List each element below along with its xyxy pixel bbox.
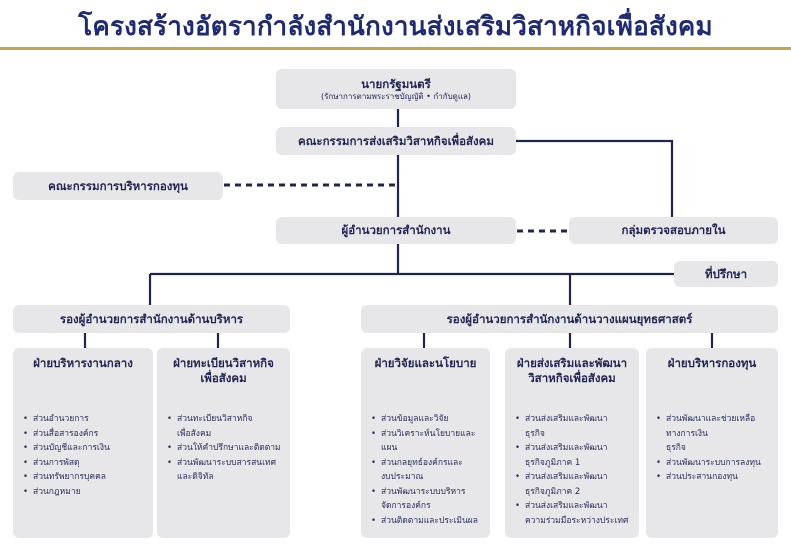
list-item: ส่วนสื่อสารองค์กร: [23, 427, 147, 442]
node-internal-audit: กลุ่มตรวจสอบภายใน: [569, 217, 778, 244]
division-title: ฝ่ายบริหารกองทุน: [667, 356, 757, 370]
node-deputy-admin-label: รองผู้อำนวยการสำนักงานด้านบริหาร: [59, 311, 244, 326]
division-title: ฝ่ายทะเบียนวิสาหกิจ เพื่อสังคม: [173, 356, 274, 385]
list-item: ส่วนบัญชีและการเงิน: [23, 441, 147, 456]
division-title: ฝ่ายบริหารงานกลาง: [33, 356, 133, 370]
division-title: ฝ่ายส่งเสริมและพัฒนา วิสาหกิจเพื่อสังคม: [516, 356, 628, 385]
division-title: ฝ่ายวิจัยและนโยบาย: [374, 356, 477, 370]
division-item-list: ส่วนทะเบียนวิสาหกิจ เพื่อสังคม ส่วนให้คำ…: [167, 412, 284, 485]
division-item-list: ส่วนพัฒนาและช่วยเหลือ ทางการเงิน ธุรกิจ …: [656, 412, 772, 485]
division-item-list: ส่วนส่งเสริมและพัฒนา ธุรกิจ ส่วนส่งเสริม…: [515, 412, 633, 528]
list-item: ส่วนการพัสดุ: [23, 456, 147, 471]
node-prime-minister: นายกรัฐมนตรี (รักษาการตามพระราชบัญญัติ •…: [276, 69, 516, 109]
list-item: ส่วนพัฒนาและช่วยเหลือ ทางการเงิน ธุรกิจ: [656, 412, 772, 456]
list-item: ส่วนติดตามและประเมินผล: [371, 514, 484, 529]
node-prime-minister-sub: (รักษาการตามพระราชบัญญัติ • กำกับดูแล): [320, 91, 472, 101]
list-item: ส่วนอำนวยการ: [23, 412, 147, 427]
connector-committee-audit: [515, 139, 674, 217]
node-fund-committee: คณะกรรมการบริหารกองทุน: [13, 172, 223, 200]
list-item: ส่วนทรัพยากรบุคคล: [23, 470, 147, 485]
node-advisor: ที่ปรึกษา: [674, 261, 778, 287]
division-registration: ฝ่ายทะเบียนวิสาหกิจ เพื่อสังคม ส่วนทะเบี…: [157, 348, 290, 538]
list-item: ส่วนให้คำปรึกษาและติดตาม: [167, 441, 284, 456]
list-item: ส่วนส่งเสริมและพัฒนา ธุรกิจภูมิภาค 1: [515, 441, 633, 470]
list-item: ส่วนกฎหมาย: [23, 485, 147, 500]
node-internal-audit-label: กลุ่มตรวจสอบภายใน: [621, 223, 726, 238]
node-fund-committee-label: คณะกรรมการบริหารกองทุน: [48, 178, 188, 193]
node-deputy-admin: รองผู้อำนวยการสำนักงานด้านบริหาร: [13, 305, 290, 333]
division-promotion-development: ฝ่ายส่งเสริมและพัฒนา วิสาหกิจเพื่อสังคม …: [505, 348, 639, 538]
list-item: ส่วนพัฒนาระบบบริหาร จัดการองค์กร: [371, 485, 484, 514]
division-research-policy: ฝ่ายวิจัยและนโยบาย ส่วนข้อมูลและวิจัย ส่…: [361, 348, 490, 538]
list-item: ส่วนข้อมูลและวิจัย: [371, 412, 484, 427]
list-item: ส่วนกลยุทธ์องค์กรและ งบประมาณ: [371, 456, 484, 485]
list-item: ส่วนทะเบียนวิสาหกิจ เพื่อสังคม: [167, 412, 284, 441]
node-director-label: ผู้อำนวยการสำนักงาน: [341, 223, 451, 238]
list-item: ส่วนวิเคราะห์นโยบายและ แผน: [371, 427, 484, 456]
list-item: ส่วนส่งเสริมและพัฒนา ธุรกิจ: [515, 412, 633, 441]
division-item-list: ส่วนข้อมูลและวิจัย ส่วนวิเคราะห์นโยบายแล…: [371, 412, 484, 528]
title-underline: [0, 47, 791, 50]
list-item: ส่วนพัฒนาระบบการลงทุน: [656, 456, 772, 471]
list-item: ส่วนส่งเสริมและพัฒนา ธุรกิจภูมิภาค 2: [515, 470, 633, 499]
page-title: โครงสร้างอัตรากำลังสำนักงานส่งเสริมวิสาห…: [78, 12, 713, 42]
division-fund-management: ฝ่ายบริหารกองทุน ส่วนพัฒนาและช่วยเหลือ ท…: [646, 348, 778, 538]
node-deputy-strategy: รองผู้อำนวยการสำนักงานด้านวางแผนยุทธศาสต…: [361, 305, 778, 333]
node-prime-minister-label: นายกรัฐมนตรี: [361, 76, 431, 91]
node-committee-label: คณะกรรมการส่งเสริมวิสาหกิจเพื่อสังคม: [298, 133, 494, 148]
list-item: ส่วนพัฒนาระบบสารสนเทศ และดิจิทัล: [167, 456, 284, 485]
node-committee: คณะกรรมการส่งเสริมวิสาหกิจเพื่อสังคม: [276, 127, 516, 155]
list-item: ส่วนประสานกองทุน: [656, 470, 772, 485]
division-item-list: ส่วนอำนวยการ ส่วนสื่อสารองค์กร ส่วนบัญชี…: [23, 412, 147, 499]
list-item: ส่วนส่งเสริมและพัฒนา ความร่วมมือระหว่างป…: [515, 499, 633, 528]
node-advisor-label: ที่ปรึกษา: [704, 266, 748, 281]
division-central-admin: ฝ่ายบริหารงานกลาง ส่วนอำนวยการ ส่วนสื่อส…: [13, 348, 153, 538]
node-director: ผู้อำนวยการสำนักงาน: [276, 217, 516, 244]
node-deputy-strategy-label: รองผู้อำนวยการสำนักงานด้านวางแผนยุทธศาสต…: [446, 311, 693, 326]
